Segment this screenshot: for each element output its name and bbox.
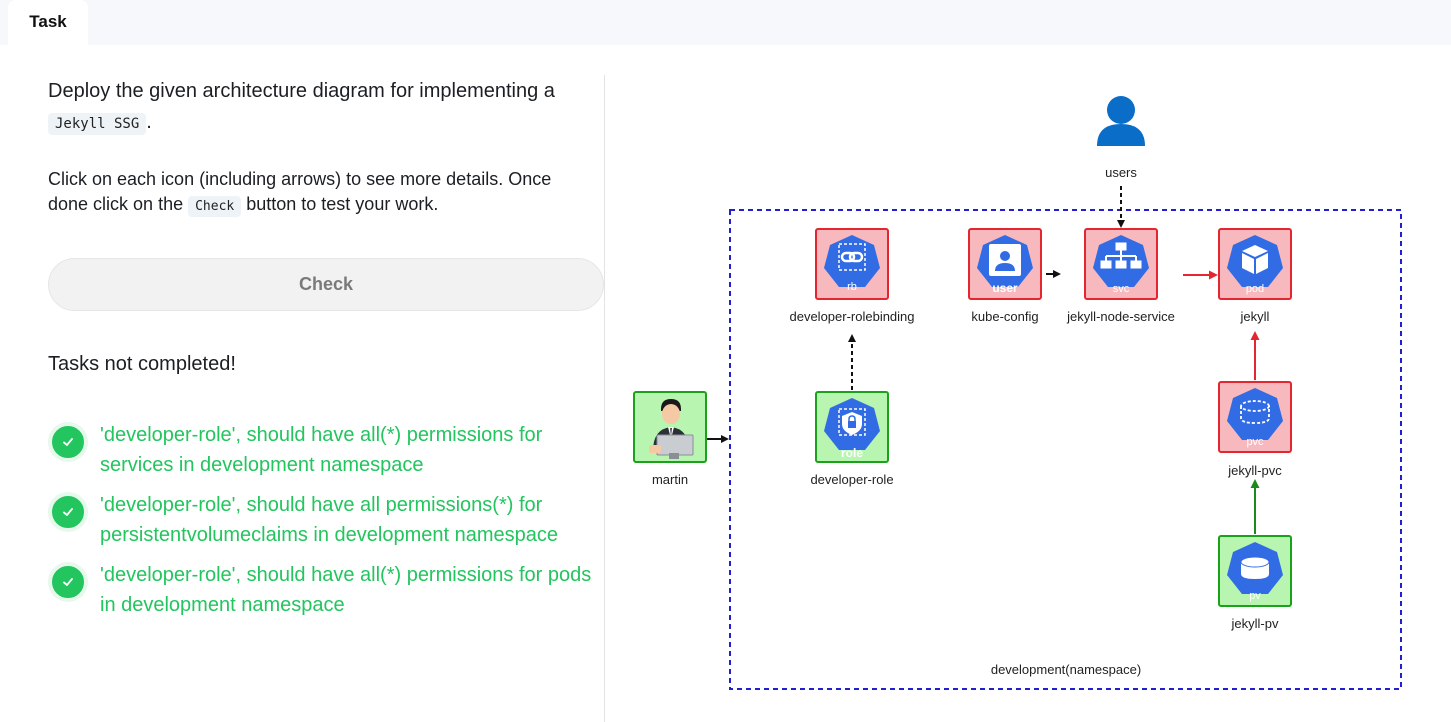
top-bar: Task — [0, 0, 1451, 45]
description-text: Deploy the given architecture diagram fo… — [48, 80, 555, 102]
kubeconfig-label: kube-config — [971, 309, 1039, 324]
task-text: 'developer-role', should have all permis… — [100, 494, 559, 546]
task-list: 'developer-role', should have all(*) per… — [48, 420, 604, 630]
node-badge: role — [840, 446, 863, 460]
role-node[interactable]: role — [815, 391, 889, 463]
check-circle-icon — [48, 422, 88, 462]
rolebinding-label: developer-rolebinding — [789, 309, 915, 324]
instructions-code: Check — [188, 196, 242, 217]
network-icon — [1100, 242, 1142, 269]
description-end: . — [146, 111, 152, 133]
pvc-node[interactable]: pvc — [1218, 381, 1292, 453]
pod-node[interactable]: pod — [1218, 228, 1292, 300]
task-text: 'developer-role', should have all(*) per… — [100, 424, 543, 476]
service-label: jekyll-node-service — [1067, 309, 1175, 324]
pv-node[interactable]: pv — [1218, 535, 1292, 607]
pvc-label: jekyll-pvc — [1228, 463, 1282, 478]
users-label: users — [1105, 165, 1137, 180]
tab-task[interactable]: Task — [8, 0, 88, 45]
user-card-icon — [989, 244, 1021, 276]
developer-avatar-icon — [649, 399, 694, 459]
martin-label: martin — [651, 472, 689, 487]
description-code: Jekyll SSG — [48, 113, 147, 135]
task-item: 'developer-role', should have all permis… — [48, 490, 604, 550]
task-text: 'developer-role', should have all(*) per… — [100, 564, 592, 616]
kubeconfig-node[interactable]: user — [968, 228, 1042, 300]
role-label: developer-role — [810, 472, 894, 487]
panel-divider — [604, 75, 605, 722]
check-circle-icon — [48, 492, 88, 532]
task-item: 'developer-role', should have all(*) per… — [48, 560, 604, 620]
users-icon[interactable] — [1097, 96, 1145, 146]
instructions-text: Click on each icon (including arrows) to… — [48, 169, 552, 214]
node-badge: svc — [1112, 283, 1130, 295]
namespace-label: development(namespace) — [990, 662, 1142, 677]
rolebinding-node[interactable]: rb — [815, 228, 889, 300]
pod-label: jekyll — [1240, 309, 1270, 324]
lock-icon — [842, 412, 862, 435]
node-badge: pod — [1245, 283, 1265, 295]
service-node[interactable]: svc — [1084, 228, 1158, 300]
task-description: Deploy the given architecture diagram fo… — [48, 76, 604, 140]
instructions-end: button to test your work. — [241, 194, 439, 214]
database-icon — [1240, 556, 1270, 579]
task-instructions: Click on each icon (including arrows) to… — [48, 167, 588, 219]
disk-icon — [1240, 400, 1270, 424]
link-icon — [840, 251, 864, 263]
pv-label: jekyll-pv — [1231, 616, 1279, 631]
node-badge: user — [992, 281, 1018, 295]
node-badge: pv — [1249, 590, 1261, 602]
node-badge: pvc — [1246, 436, 1264, 448]
cube-icon — [1242, 245, 1268, 274]
status-message: Tasks not completed! — [48, 353, 236, 375]
task-item: 'developer-role', should have all(*) per… — [48, 420, 604, 480]
node-badge: rb — [847, 281, 857, 293]
martin-node[interactable] — [633, 391, 707, 463]
check-circle-icon — [48, 562, 88, 602]
check-button[interactable]: Check — [48, 258, 604, 311]
